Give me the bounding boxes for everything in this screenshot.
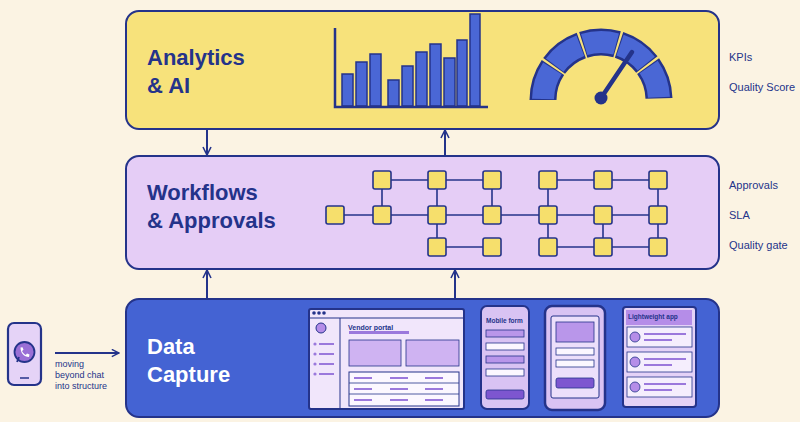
chat-phone-icon xyxy=(8,323,41,385)
layer-connector xyxy=(206,130,208,155)
workflow-step xyxy=(326,171,667,256)
app-mockup xyxy=(627,327,692,397)
tablet-screen: Lightweight app xyxy=(622,306,697,408)
layer-connector xyxy=(454,270,456,298)
layer-connector xyxy=(206,270,208,298)
phone-mockup xyxy=(545,306,605,410)
phone-screen: Mobile form xyxy=(480,305,530,410)
bar-chart xyxy=(335,14,488,107)
layer-band: Workflows & Approvals xyxy=(125,155,720,270)
layer-connector xyxy=(444,130,446,155)
screen-title: Mobile form xyxy=(486,317,523,326)
window-title: Vendor portal xyxy=(348,323,393,332)
metric-label: Quality Score xyxy=(729,81,795,94)
flow-arrow xyxy=(55,352,119,354)
workflow-network xyxy=(335,180,658,247)
metric-label: KPIs xyxy=(729,51,752,64)
layer-title: Analytics & AI xyxy=(147,44,257,100)
note-text: moving beyond chat into structure xyxy=(55,359,113,392)
gauge xyxy=(543,42,659,105)
layer-band: Data Capture Vendor portal Mobile form Ligh… xyxy=(125,298,720,418)
layer-title: Data Capture xyxy=(147,333,247,389)
workflow-label: SLA xyxy=(729,209,750,222)
workflow-label: Approvals xyxy=(729,179,778,192)
workflow-label: Quality gate xyxy=(729,239,788,252)
form-mockup xyxy=(486,330,524,399)
portal-window: Vendor portal xyxy=(308,308,465,410)
layer-band: Analytics & AI xyxy=(125,10,720,130)
layer-title: Workflows & Approvals xyxy=(147,179,278,235)
app-title: Lightweight app xyxy=(626,310,692,325)
portal-mockup xyxy=(309,311,464,409)
